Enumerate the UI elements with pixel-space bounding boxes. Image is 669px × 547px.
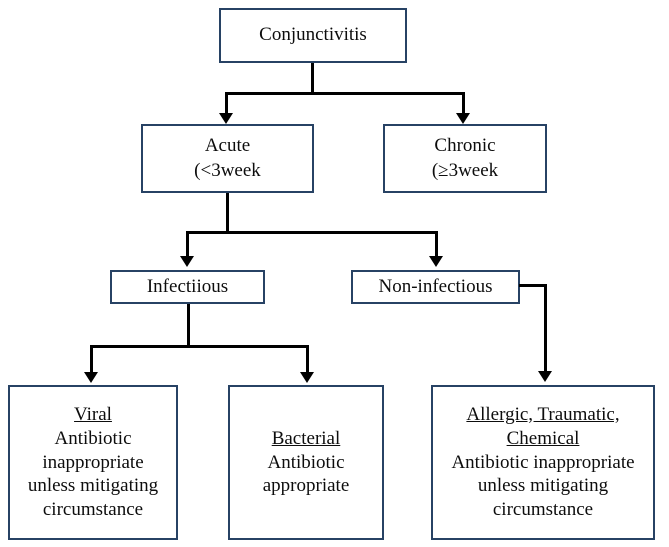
node-conjunctivitis[interactable]: Conjunctivitis [219,8,407,63]
node-viral-line3: unless mitigating [27,475,159,497]
node-non-infectious[interactable]: Non-infectious [351,270,520,304]
node-bacterial-line1: Antibiotic [267,451,345,473]
edge-acute-to-noninfectious-drop [435,231,438,259]
node-non-infectious-label: Non-infectious [378,275,493,297]
node-viral-line2: inappropriate [42,451,144,473]
edge-root-to-acute-arrowhead [219,113,233,124]
node-other-line2: unless mitigating [477,475,609,497]
node-viral-line1: Antibiotic [54,427,132,449]
edge-acute-to-infectious-drop [186,231,189,259]
node-infectious[interactable]: Infectiious [110,270,265,304]
edge-infectious-to-bacterial-drop [306,345,309,375]
edge-acute-to-noninfectious-arrowhead [429,256,443,267]
edge-root-to-chronic-drop [462,92,465,116]
node-infectious-label: Infectiious [146,275,229,297]
edge-noninfectious-to-other-drop [544,284,547,374]
node-acute[interactable]: Acute (<3week [141,124,314,193]
edge-noninfectious-side-run [519,284,547,287]
node-other-heading-line1: Allergic, Traumatic, [466,403,620,425]
edge-infectious-to-viral-arrowhead [84,372,98,383]
node-acute-line1: Acute [204,134,251,156]
node-bacterial-line2: appropriate [262,475,350,497]
node-viral[interactable]: Viral Antibiotic inappropriate unless mi… [8,385,178,540]
edge-infectious-to-bacterial-arrowhead [300,372,314,383]
node-other-line3: circumstance [492,499,594,521]
node-chronic[interactable]: Chronic (≥3week [383,124,547,193]
edge-acute-stem [226,193,229,234]
edge-acute-to-infectious-arrowhead [180,256,194,267]
edge-root-to-chronic-arrowhead [456,113,470,124]
node-bacterial[interactable]: Bacterial Antibiotic appropriate [228,385,384,540]
node-bacterial-heading: Bacterial [271,427,341,449]
edge-root-to-acute-drop [225,92,228,116]
node-other-heading-line2: Chemical [506,427,580,449]
edge-root-bus [225,92,465,95]
node-other-line1: Antibiotic inappropriate [451,451,635,473]
node-chronic-line2: (≥3week [431,159,499,181]
edge-infectious-to-viral-drop [90,345,93,375]
edge-noninfectious-to-other-arrowhead [538,371,552,382]
node-conjunctivitis-label: Conjunctivitis [259,24,367,46]
node-viral-heading: Viral [74,403,112,425]
node-acute-line2: (<3week [194,159,261,181]
edge-infectious-bus [90,345,309,348]
node-chronic-line1: Chronic [434,134,496,156]
edge-root-stem [311,63,314,95]
edge-acute-bus [186,231,438,234]
node-viral-line4: circumstance [42,499,144,521]
edge-infectious-stem [187,304,190,348]
node-other[interactable]: Allergic, Traumatic, Chemical Antibiotic… [431,385,655,540]
